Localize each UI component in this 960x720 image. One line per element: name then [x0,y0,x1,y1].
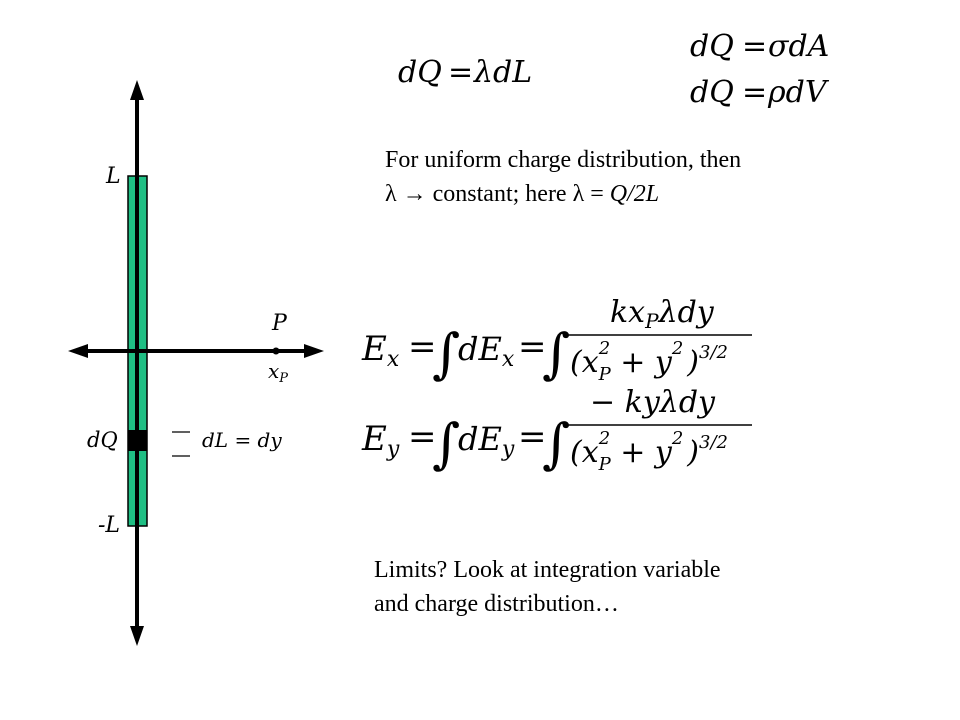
y-axis-arrow-down-icon [130,626,144,646]
svg-text:− kyλdy: − kyλdy [590,385,716,420]
svg-text:dEx: dEx [458,330,515,372]
uniform-line-1: For uniform charge distribution, then [385,147,742,173]
eq-surface: dQ = σdA [690,29,829,64]
eq-volume: dQ = ρdV [690,75,830,110]
svg-text:λdL: λdL [473,55,532,90]
svg-text:(xP2+ y2)3/2: (xP2+ y2)3/2 [570,338,728,385]
uniform-note: For uniform charge distribution, then λ … [385,143,741,211]
label-neg-l: -L [98,513,120,538]
svg-text:dQ: dQ [690,29,734,64]
eq-ex: Ex = ∫ dEx = ∫ kxPλdy (xP2+ y2)3/2 [361,295,752,385]
limits-line-2: and charge distribution… [374,591,619,617]
x-axis-arrow-left-icon [68,344,88,358]
eq-linear: dQ = λdL [398,55,532,90]
svg-text:(xP2+ y2)3/2: (xP2+ y2)3/2 [570,428,728,475]
right-arrow-icon: → [402,181,427,207]
svg-text:∫: ∫ [432,322,460,385]
svg-text:=: = [408,417,437,457]
svg-text:Ex: Ex [361,329,400,372]
label-dq: dQ [87,428,118,452]
svg-text:dEy: dEy [458,420,515,462]
y-axis-arrow-up-icon [130,80,144,100]
label-p: P [271,311,288,336]
svg-text:∫: ∫ [542,412,570,475]
label-l: L [105,164,121,189]
svg-text:=: = [448,55,473,90]
svg-text:ρdV: ρdV [767,75,830,110]
svg-text:∫: ∫ [432,412,460,475]
svg-text:=: = [742,75,767,110]
svg-text:kxPλdy: kxPλdy [610,295,715,333]
limits-note: Limits? Look at integration variable and… [374,553,721,621]
svg-text:dQ: dQ [398,55,442,90]
limits-line-1: Limits? Look at integration variable [374,557,721,583]
svg-text:dQ: dQ [690,75,734,110]
point-p-dot [272,347,280,355]
svg-text:=: = [408,327,437,367]
svg-text:=: = [518,417,547,457]
svg-text:Ey: Ey [361,419,400,462]
eq-ey: Ey = ∫ dEy = ∫ − kyλdy (xP2+ y2)3/2 [361,385,752,475]
label-dl: dL = dy [202,428,282,452]
svg-text:σdA: σdA [768,29,829,64]
svg-text:=: = [518,327,547,367]
svg-text:=: = [742,29,767,64]
uniform-line-2: λ → constant; here λ = Q/2L [385,181,660,207]
x-axis-arrow-right-icon [304,344,324,358]
svg-text:∫: ∫ [542,322,570,385]
label-xp: xP [268,359,288,386]
charge-element [128,430,147,451]
